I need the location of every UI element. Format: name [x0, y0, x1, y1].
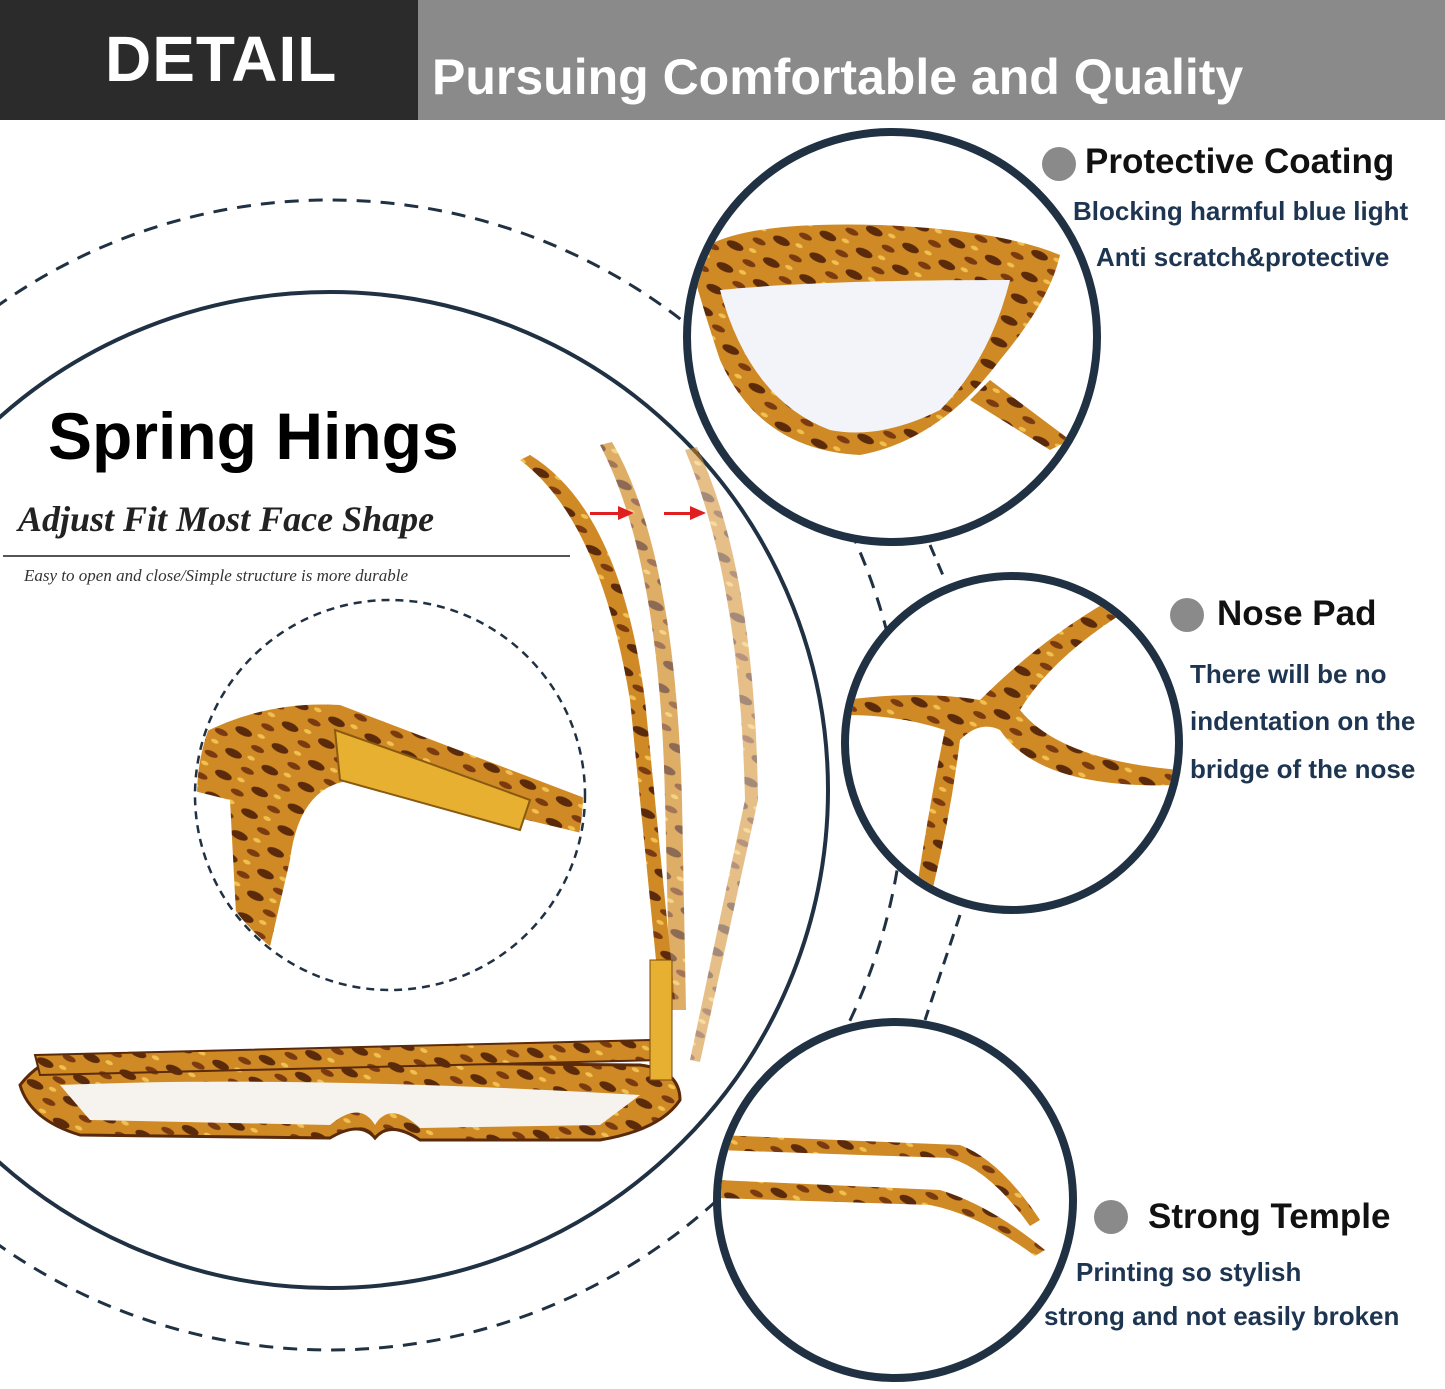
feature-title-coating: Protective Coating — [1085, 142, 1395, 181]
feature-line: Blocking harmful blue light — [1073, 196, 1409, 226]
hinge-detail-circle — [193, 598, 587, 992]
feature-line: bridge of the nose — [1190, 754, 1416, 784]
bullet-icon — [1042, 147, 1076, 181]
spring-hinge-subtitle: Adjust Fit Most Face Shape — [18, 499, 435, 539]
feature-line: Printing so stylish — [1076, 1257, 1302, 1287]
bullet-icon — [1094, 1200, 1128, 1234]
feature-line: Anti scratch&protective — [1096, 242, 1390, 272]
divider — [3, 555, 570, 557]
feature-line: indentation on the — [1190, 706, 1416, 736]
feature-title-temple: Strong Temple — [1148, 1197, 1391, 1236]
feature-line: strong and not easily broken — [1044, 1301, 1400, 1331]
bullet-icon — [1170, 598, 1204, 632]
feature-line: There will be no — [1190, 659, 1387, 689]
arrow-icon — [590, 506, 706, 520]
header-title-block — [0, 0, 418, 120]
header-subtitle: Pursuing Comfortable and Quality — [432, 49, 1244, 105]
header-title: DETAIL — [105, 23, 338, 95]
inner-solid-ring — [0, 290, 830, 1290]
spring-hinge-note: Easy to open and close/Simple structure … — [24, 566, 409, 585]
spring-hinge-title: Spring Hings — [48, 399, 459, 473]
header-subtitle-block — [418, 0, 1445, 120]
feature-title-nose-pad: Nose Pad — [1217, 594, 1377, 633]
